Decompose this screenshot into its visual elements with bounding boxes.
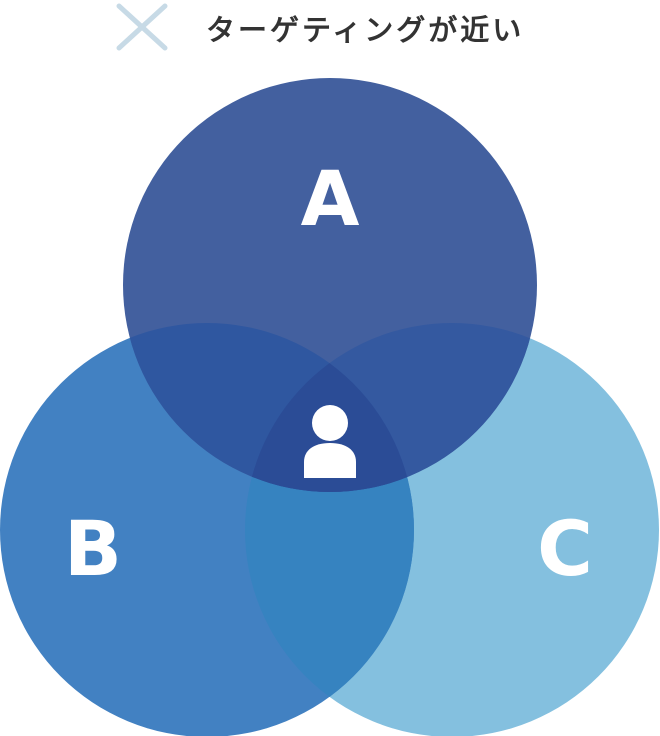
label-b: B [64,504,122,593]
overlap-abc [245,323,414,492]
label-c: C [537,504,593,593]
person-icon [304,405,356,478]
header: ターゲティングが近い [0,0,660,60]
cross-icon [116,3,168,51]
header-text: ターゲティングが近い [206,13,525,47]
label-a: A [301,154,360,243]
